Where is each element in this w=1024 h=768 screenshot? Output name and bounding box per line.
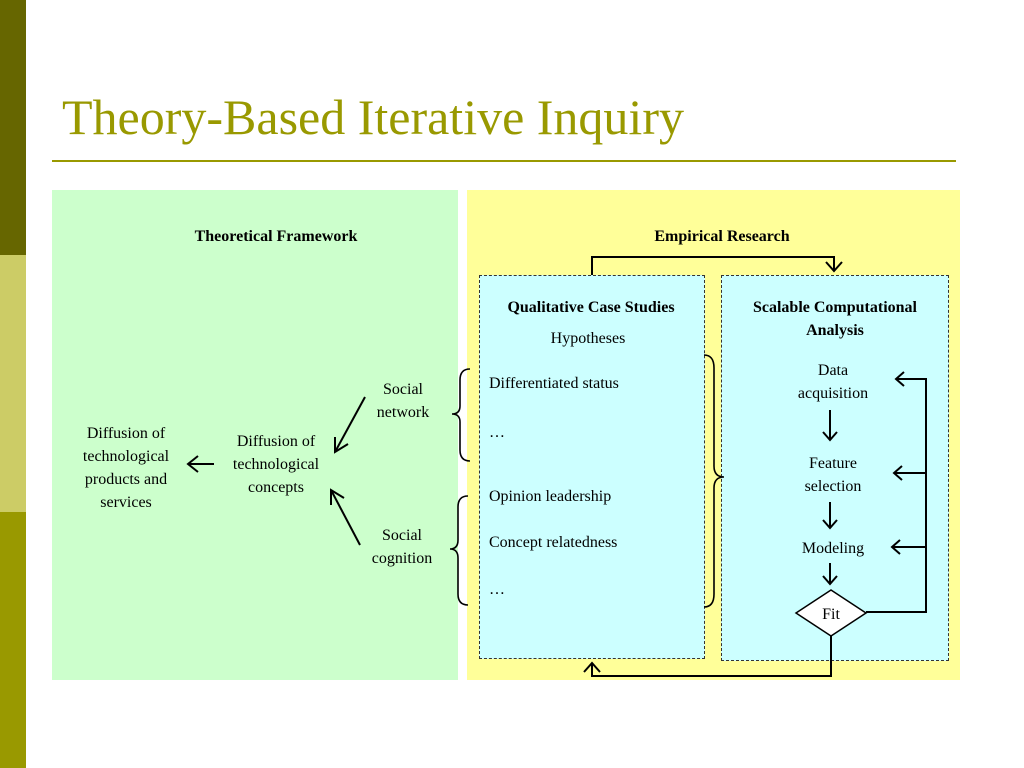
qualitative-case-studies-title: Qualitative Case Studies [507, 299, 675, 316]
arrow-network-to-concepts [334, 396, 366, 454]
arrow-fit-to-qualitative [583, 636, 832, 677]
diffusion-products-node: Diffusion of technological products and … [58, 422, 194, 514]
modeling-step: Modeling [801, 540, 865, 557]
theoretical-framework-heading: Theoretical Framework [194, 228, 358, 245]
social-network-brace [451, 368, 471, 462]
title-rule [52, 160, 956, 162]
fit-decision-diamond [794, 589, 868, 637]
feature-selection-line: Feature [809, 455, 857, 472]
social-cognition-line: cognition [371, 550, 433, 567]
social-cognition-node: Social cognition [354, 524, 450, 570]
social-network-line: network [376, 404, 430, 421]
social-network-line: Social [383, 381, 423, 398]
diffusion-products-line: products and [84, 471, 168, 488]
hypothesis-item: Concept relatedness [489, 534, 618, 551]
hypothesis-item: … [489, 424, 505, 441]
hypothesis-item: Differentiated status [489, 375, 619, 392]
side-bar-dark [0, 0, 26, 255]
diffusion-concepts-line: Diffusion of [236, 433, 316, 450]
hypothesis-item: … [489, 581, 505, 598]
feature-selection-step: Feature selection [773, 452, 893, 498]
empirical-research-heading: Empirical Research [654, 228, 790, 245]
feature-selection-line: selection [804, 478, 862, 495]
computational-title-line: Scalable Computational [752, 299, 917, 316]
data-acquisition-line: acquisition [797, 385, 869, 402]
qualitative-case-studies-box [479, 275, 705, 659]
data-acquisition-step: Data acquisition [773, 359, 893, 405]
social-network-node: Social network [356, 378, 450, 424]
hypotheses-label: Hypotheses [550, 330, 626, 347]
arrow-selection-to-modeling [822, 502, 838, 530]
arrow-concepts-to-products [186, 455, 214, 473]
computational-analysis-title: Scalable Computational Analysis [723, 296, 947, 342]
diffusion-concepts-line: concepts [248, 479, 304, 496]
side-bar-olive [0, 512, 26, 768]
arrow-cognition-to-concepts [330, 488, 361, 546]
hypothesis-item: Opinion leadership [489, 488, 612, 505]
diffusion-products-line: services [100, 494, 152, 511]
arrow-acquisition-to-selection [822, 410, 838, 442]
fit-label: Fit [822, 606, 840, 623]
diffusion-products-line: Diffusion of [86, 425, 166, 442]
data-acquisition-line: Data [817, 362, 849, 379]
slide-title: Theory-Based Iterative Inquiry [62, 89, 684, 145]
diffusion-concepts-line: technological [232, 456, 320, 473]
side-bar-light [0, 255, 26, 512]
social-cognition-line: Social [382, 527, 422, 544]
arrow-qualitative-to-computational [591, 256, 843, 275]
arrow-modeling-to-fit [822, 563, 838, 586]
diffusion-concepts-node: Diffusion of technological concepts [212, 430, 340, 499]
computational-title-line: Analysis [806, 322, 864, 339]
diffusion-products-line: technological [82, 448, 170, 465]
feedback-loop [866, 371, 927, 613]
theoretical-framework-panel [52, 190, 458, 680]
social-cognition-brace [449, 495, 469, 606]
hypotheses-brace [703, 354, 725, 608]
